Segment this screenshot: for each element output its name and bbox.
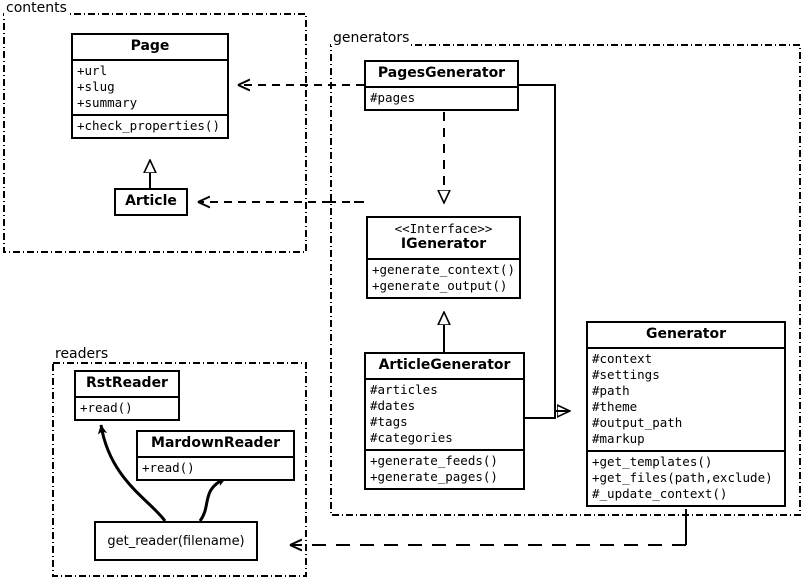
divider <box>588 450 784 453</box>
method: +check_properties() <box>77 118 220 134</box>
method: +generate_output() <box>372 277 508 293</box>
relation-getreader-creates-mardownreader <box>198 476 227 522</box>
class-igenerator[interactable]: <<Interface>> IGenerator +generate_conte… <box>366 216 521 299</box>
method: +generate_feeds() <box>370 453 498 469</box>
divider <box>366 449 523 452</box>
method: #_update_context() <box>592 486 728 502</box>
method: +read() <box>80 400 133 416</box>
class-page-methods: +check_properties() <box>73 116 227 137</box>
relation-generator-depends-getreader <box>290 509 687 545</box>
class-article-title: Article <box>125 193 177 209</box>
package-label-contents: contents <box>4 0 69 16</box>
class-generator-title: Generator <box>645 326 726 342</box>
attribute: #categories <box>370 430 453 446</box>
class-page-title: Page <box>130 38 170 54</box>
attribute: #pages <box>370 90 416 106</box>
attribute: #output_path <box>592 415 683 431</box>
class-mardown-reader[interactable]: MardownReader +read() <box>136 430 295 482</box>
function-get-reader[interactable]: get_reader(filename) <box>94 521 258 561</box>
attribute: #markup <box>592 431 645 447</box>
method: +read() <box>142 460 195 476</box>
attribute: #theme <box>592 399 638 415</box>
class-page-attributes: +url +slug +summary <box>73 61 227 114</box>
method: +get_files(path,exclude) <box>592 470 773 486</box>
class-igenerator-title: <<Interface>> IGenerator <box>368 218 519 258</box>
class-rst-reader[interactable]: RstReader +read() <box>74 370 180 422</box>
divider <box>138 456 293 459</box>
attribute: #dates <box>370 398 416 414</box>
class-article-generator-methods: +generate_feeds() +generate_pages() <box>366 451 523 488</box>
package-readers <box>52 362 307 577</box>
class-igenerator-name: IGenerator <box>400 236 487 253</box>
divider <box>588 347 784 350</box>
class-generator-attributes: #context #settings #path #theme #output_… <box>588 349 784 450</box>
divider <box>73 114 227 117</box>
method: +generate_pages() <box>370 469 498 485</box>
package-label-generators: generators <box>331 30 412 46</box>
attribute: #settings <box>592 367 660 383</box>
package-label-readers: readers <box>53 346 111 362</box>
class-pages-generator[interactable]: PagesGenerator #pages <box>364 60 519 112</box>
class-article-generator-title: ArticleGenerator <box>378 357 511 373</box>
relation-articlegenerator-generalizes-generator <box>525 410 570 419</box>
divider <box>366 86 517 89</box>
class-generator[interactable]: Generator #context #settings #path #them… <box>586 321 786 508</box>
class-article-generator-attributes: #articles #dates #tags #categories <box>366 380 523 449</box>
package-generators <box>330 44 801 516</box>
method: +generate_context() <box>372 261 515 277</box>
attribute: #articles <box>370 382 438 398</box>
divider <box>73 59 227 62</box>
class-article[interactable]: Article <box>114 188 188 217</box>
divider <box>368 257 519 260</box>
class-mardown-reader-title: MardownReader <box>151 435 280 451</box>
attribute: +url <box>77 63 108 79</box>
class-rst-reader-methods: +read() <box>76 398 178 419</box>
attribute: #context <box>592 351 653 367</box>
class-pages-generator-attributes: #pages <box>366 88 517 109</box>
class-pages-generator-title: PagesGenerator <box>377 65 506 81</box>
relation-getreader-creates-rstreader <box>97 424 167 522</box>
class-article-generator[interactable]: ArticleGenerator #articles #dates #tags … <box>364 352 525 491</box>
method: +get_templates() <box>592 454 713 470</box>
class-rst-reader-title: RstReader <box>86 375 168 391</box>
attribute: +summary <box>77 95 138 111</box>
attribute: #tags <box>370 414 408 430</box>
attribute: +slug <box>77 79 115 95</box>
divider <box>366 378 523 381</box>
class-page[interactable]: Page +url +slug +summary +check_properti… <box>71 33 229 140</box>
class-igenerator-methods: +generate_context() +generate_output() <box>368 260 519 297</box>
divider <box>76 396 178 399</box>
class-mardown-reader-methods: +read() <box>138 458 293 479</box>
package-contents <box>3 13 307 253</box>
relation-pagesgenerator-generalizes-generator <box>519 84 570 411</box>
stereotype-label: <<Interface>> <box>394 221 493 236</box>
class-generator-methods: +get_templates() +get_files(path,exclude… <box>588 452 784 505</box>
attribute: #path <box>592 383 630 399</box>
